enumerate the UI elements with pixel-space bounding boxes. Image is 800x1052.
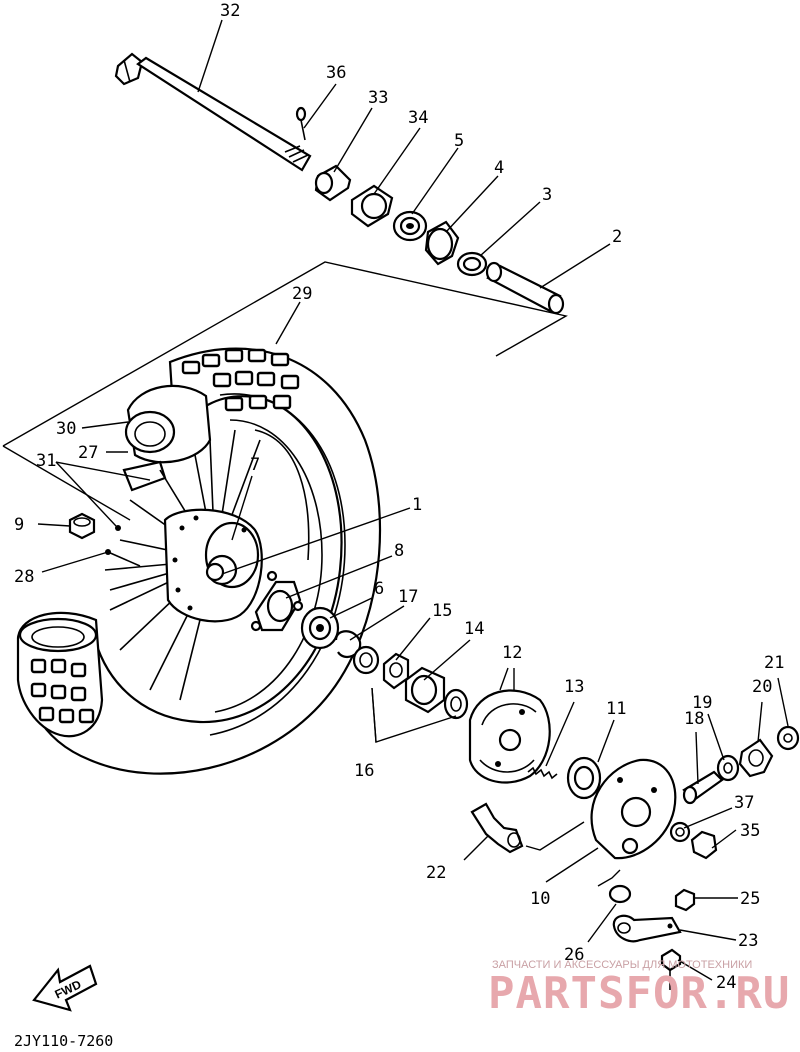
callout-32: 32 [220,1,240,21]
watermark-brand: PARTSFOR.RU [488,968,790,1019]
wheel-assembly [16,347,382,775]
callout-19: 19 [692,693,712,713]
cam-seal [738,738,774,778]
callout-31: 31 [36,451,56,471]
hub-bearing [300,606,340,650]
callout-6: 6 [374,579,384,599]
thrust-washer [443,688,469,720]
assembly-bracket-lines [2,261,568,521]
callout-17: 17 [398,587,418,607]
hub-plate [250,570,304,632]
callout-30: 30 [56,419,76,439]
callout-26: 26 [564,945,584,965]
bearing-right [424,220,460,266]
callout-11: 11 [606,699,626,719]
callout-7: 7 [250,455,260,475]
callout-35: 35 [740,821,760,841]
callout-20: 20 [752,677,772,697]
watermark-caption: ЗАПЧАСТИ И АКСЕССУАРЫ ДЛЯ МОТОТЕХНИКИ [492,959,752,971]
brake-group [250,570,800,887]
callout-10: 10 [530,889,550,909]
callout-5: 5 [454,131,464,151]
callout-34: 34 [408,108,428,128]
callout-15: 15 [432,601,452,621]
callout-2: 2 [612,227,622,247]
callout-33: 33 [368,88,388,108]
nut-25 [674,888,696,912]
callout-9: 9 [14,515,24,535]
rim-valve [105,549,141,567]
callout-18: 18 [684,709,704,729]
end-washer [776,725,800,751]
lever-bolt [660,948,682,990]
watermark: ЗАПЧАСТИ И АКСЕССУАРЫ ДЛЯ МОТОТЕХНИКИ PA… [488,959,790,1019]
callout-25: 25 [740,889,760,909]
tire-section-bottom [16,611,104,738]
fwd-arrow-icon: FWD [32,964,98,1012]
brake-shoes [468,689,551,784]
plate-washer [669,821,691,843]
callout-12: 12 [502,643,522,663]
cam-lever-group [608,884,696,990]
spacer-tube [485,261,565,315]
axle-group [114,52,565,315]
shoe-spring [527,766,558,780]
tire-section-top [122,384,212,492]
brake-shoe-plate [590,758,677,860]
callout-28: 28 [14,567,34,587]
callout-14: 14 [464,619,484,639]
callout-4: 4 [494,158,504,178]
callout-8: 8 [394,541,404,561]
leader-lines [37,19,789,981]
washer [352,645,380,675]
callout-24: 24 [716,973,736,993]
callout-1: 1 [412,495,422,515]
brake-camshaft [682,770,724,805]
callout-16: 16 [354,761,374,781]
callout-22: 22 [426,863,446,883]
callout-27: 27 [78,443,98,463]
oil-seal [456,251,488,277]
callout-13: 13 [564,677,584,697]
cam-lever [612,914,682,943]
part-callouts: 32 36 33 34 5 4 3 2 29 30 27 31 7 9 28 1… [14,1,784,993]
meter-gear-unit [470,802,524,854]
wheel-hub [163,508,263,623]
meter-clutch [404,666,446,714]
axle-nut [690,830,718,860]
cam-washer [716,754,740,782]
indicator-plate [608,884,632,904]
collar [314,164,352,202]
callout-37: 37 [734,793,754,813]
valve-nut [68,512,96,540]
callout-3: 3 [542,185,552,205]
callout-23: 23 [738,931,758,951]
cotter-pin [295,106,307,141]
axle-shaft [114,52,312,172]
spacer-flange [350,184,394,228]
brake-seal [566,756,602,800]
bearing-left [392,210,428,242]
callout-21: 21 [764,653,784,673]
tire-tread-top [181,348,300,412]
figure-code: 2JY110-7260 [14,1032,113,1050]
callout-29: 29 [292,284,312,304]
callout-36: 36 [326,63,346,83]
